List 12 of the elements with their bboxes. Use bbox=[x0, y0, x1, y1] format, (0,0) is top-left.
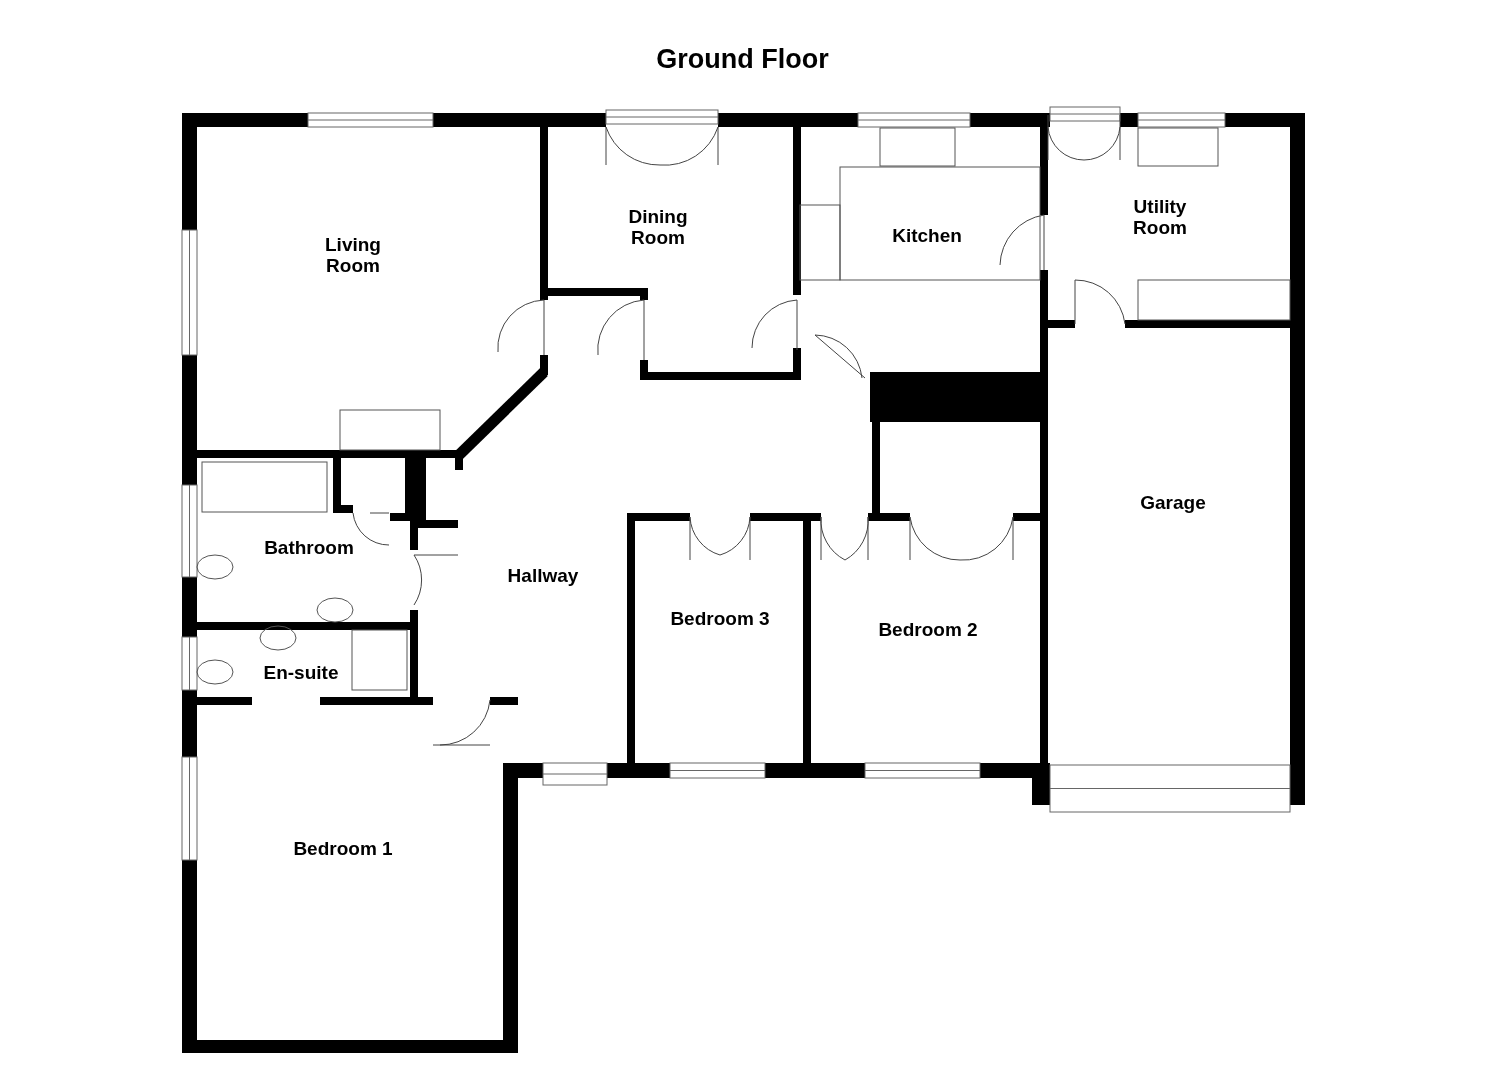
room-label: Utility Room bbox=[1132, 196, 1188, 238]
room-label: Hallway bbox=[506, 564, 580, 586]
room-label: Bedroom 3 bbox=[669, 607, 771, 629]
floor-title: Ground Floor bbox=[656, 44, 829, 74]
room-label: Bathroom bbox=[263, 536, 355, 558]
room-label: Kitchen bbox=[891, 224, 963, 246]
room-label: Bedroom 2 bbox=[877, 618, 979, 640]
room-label: En-suite bbox=[262, 661, 340, 683]
room-label: Garage bbox=[1139, 491, 1207, 513]
room-label: Living Room bbox=[324, 234, 382, 276]
room-label: Bedroom 1 bbox=[292, 837, 394, 859]
room-label: Dining Room bbox=[627, 206, 689, 248]
